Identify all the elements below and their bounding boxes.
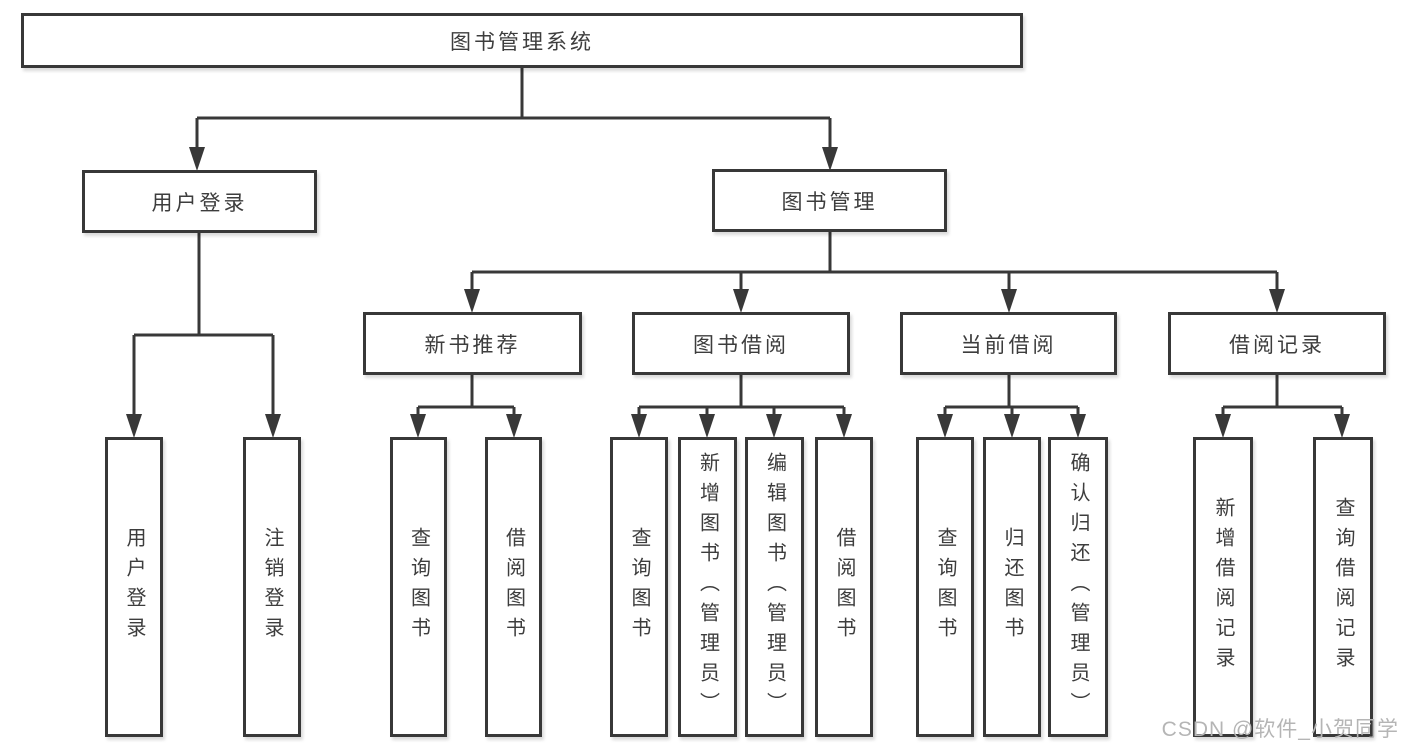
leaf-return-books-label: 归还图书 (1001, 527, 1023, 647)
node-new-book-recommend-label: 新书推荐 (424, 333, 521, 357)
leaf-newrec-query-books-label: 查询图书 (407, 527, 430, 647)
leaf-query-borrow-record-label: 查询借阅记录 (1332, 497, 1354, 677)
node-borrow-records-label: 借阅记录 (1229, 333, 1325, 357)
leaf-user-login-label: 用户登录 (123, 527, 145, 647)
leaf-confirm-return-admin-label: 确认归还（管理员） (1067, 452, 1089, 722)
leaf-return-books: 归还图书 (983, 437, 1041, 737)
leaf-borrow-books: 借阅图书 (815, 437, 873, 737)
leaf-add-book-admin-label: 新增图书（管理员） (696, 452, 719, 722)
leaf-logout: 注销登录 (243, 437, 301, 737)
node-borrow-records: 借阅记录 (1168, 312, 1386, 375)
leaf-query-borrow-record: 查询借阅记录 (1313, 437, 1373, 737)
leaf-newrec-borrow-books: 借阅图书 (485, 437, 542, 737)
leaf-current-query-books-label: 查询图书 (934, 527, 956, 647)
node-book-borrow-label: 图书借阅 (693, 333, 789, 357)
node-user-login: 用户登录 (82, 170, 317, 233)
leaf-add-borrow-record-label: 新增借阅记录 (1212, 497, 1234, 677)
leaf-user-login: 用户登录 (105, 437, 163, 737)
leaf-edit-book-admin-label: 编辑图书（管理员） (763, 452, 786, 722)
leaf-newrec-borrow-books-label: 借阅图书 (502, 527, 525, 647)
node-book-borrow: 图书借阅 (632, 312, 850, 375)
leaf-current-query-books: 查询图书 (916, 437, 974, 737)
leaf-borrow-query-books-label: 查询图书 (628, 527, 650, 647)
leaf-edit-book-admin: 编辑图书（管理员） (745, 437, 804, 737)
leaf-borrow-query-books: 查询图书 (610, 437, 668, 737)
leaf-logout-label: 注销登录 (261, 527, 283, 647)
node-current-borrow: 当前借阅 (900, 312, 1117, 375)
leaf-confirm-return-admin: 确认归还（管理员） (1048, 437, 1108, 737)
node-book-management-label: 图书管理 (781, 190, 878, 214)
node-root-system: 图书管理系统 (21, 13, 1023, 68)
leaf-add-borrow-record: 新增借阅记录 (1193, 437, 1253, 737)
leaf-add-book-admin: 新增图书（管理员） (678, 437, 737, 737)
watermark: CSDN @软件_小贺同学 (1161, 718, 1399, 741)
leaf-newrec-query-books: 查询图书 (390, 437, 447, 737)
leaf-borrow-books-label: 借阅图书 (833, 527, 855, 647)
node-current-borrow-label: 当前借阅 (960, 333, 1057, 357)
node-new-book-recommend: 新书推荐 (363, 312, 582, 375)
node-user-login-label: 用户登录 (151, 191, 248, 215)
node-root-label: 图书管理系统 (450, 30, 594, 54)
node-book-management: 图书管理 (712, 169, 947, 232)
